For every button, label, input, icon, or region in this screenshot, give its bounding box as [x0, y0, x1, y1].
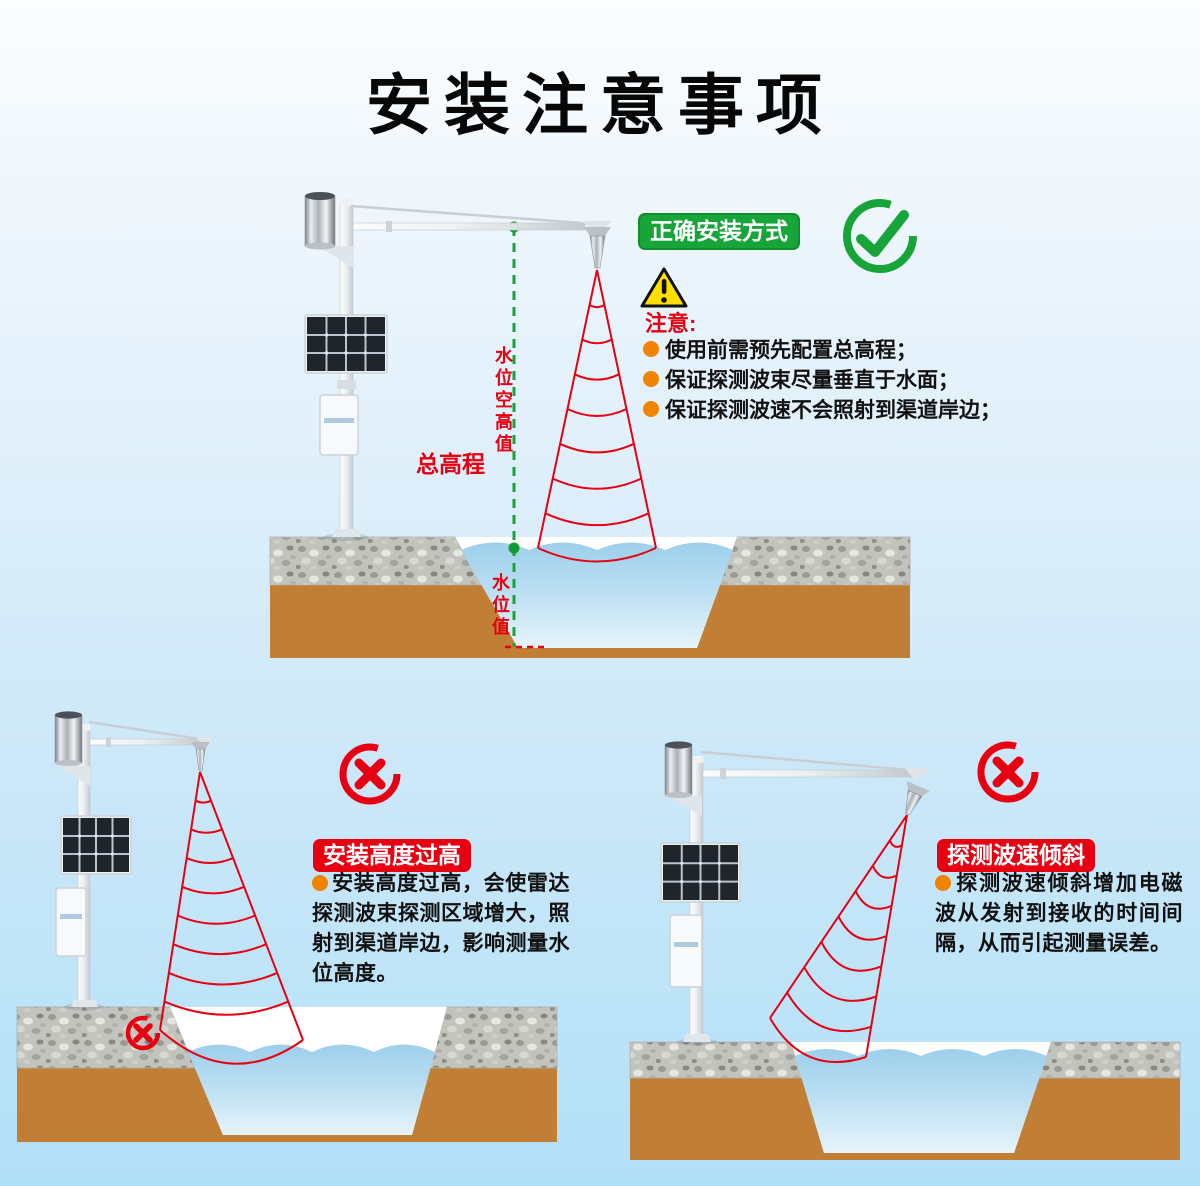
description-text: 安装高度过高，会使雷达探测波束探测区域增大，照射到渠道岸边，影响测量水位高度。 — [312, 872, 570, 985]
radar-sensor — [191, 742, 210, 772]
water-level-annotation: 水位值 — [490, 573, 510, 639]
notice-text: 使用前需预先配置总高程； — [665, 339, 917, 362]
bullet-icon — [935, 875, 951, 891]
monitoring-station — [304, 192, 612, 541]
solar-panel — [60, 815, 132, 875]
x-circle-icon — [339, 743, 401, 805]
channel-ground — [629, 1041, 1181, 1160]
bullet-icon — [643, 341, 659, 357]
water — [461, 542, 733, 648]
correct-installation-diagram — [269, 192, 911, 658]
x-circle-icon — [977, 741, 1039, 803]
notice-title: 注意: — [645, 311, 697, 336]
total-elevation-annotation: 总高程 — [416, 451, 485, 477]
wrong-height-label: 安装高度过高 — [313, 839, 471, 872]
control-box — [55, 887, 87, 957]
notice-item: 使用前需预先配置总高程； — [643, 334, 917, 364]
wrong-height-description: 安装高度过高，会使雷达探测波束探测区域增大，照射到渠道岸边，影响测量水位高度。 — [312, 869, 570, 989]
wrong-tilt-description: 探测波速倾斜增加电磁波从发射到接收的时间间隔，从而引起测量误差。 — [935, 869, 1183, 959]
headroom-annotation: 水位空高值 — [493, 346, 513, 456]
wrong-tilt-diagram — [629, 741, 1181, 1160]
bullet-icon — [312, 875, 328, 891]
control-box — [669, 914, 703, 988]
water — [795, 1049, 1047, 1153]
channel-ground — [16, 1006, 558, 1142]
check-circle-icon — [843, 199, 917, 273]
wrong-tilt-label: 探测波速倾斜 — [937, 839, 1095, 872]
arm — [352, 222, 586, 231]
page-title: 安装注意事项 — [366, 68, 834, 142]
monitoring-station — [660, 741, 930, 1046]
bullet-icon — [643, 401, 659, 417]
solar-panel — [304, 314, 388, 374]
rain-gauge-cylinder — [664, 741, 693, 798]
notice-text: 保证探测波束尽量垂直于水面； — [665, 369, 959, 392]
rain-gauge-cylinder — [54, 711, 83, 766]
wrong-height-diagram — [16, 711, 558, 1142]
radar-beam-too-wide — [159, 771, 304, 1065]
radar-beam-tilted — [769, 814, 908, 1064]
description-text: 探测波速倾斜增加电磁波从发射到接收的时间间隔，从而引起测量误差。 — [935, 872, 1183, 955]
notice-item: 保证探测波束尽量垂直于水面； — [643, 364, 959, 394]
control-box — [319, 394, 359, 456]
monitoring-station — [54, 711, 214, 1011]
radar-beam — [537, 269, 657, 563]
notice-item: 保证探测波速不会照射到渠道岸边； — [643, 394, 1001, 424]
rain-gauge-cylinder — [304, 192, 336, 250]
radar-sensor-tilted — [905, 780, 930, 816]
channel-ground — [269, 536, 911, 658]
correct-method-label: 正确安装方式 — [638, 213, 800, 250]
radar-sensor — [584, 227, 611, 269]
warning-triangle-icon — [640, 267, 688, 308]
solar-panel — [660, 842, 741, 903]
bullet-icon — [643, 371, 659, 387]
x-circle-bank-hit-icon — [125, 1015, 161, 1051]
notice-text: 保证探测波速不会照射到渠道岸边； — [665, 399, 1001, 422]
arm — [702, 769, 914, 778]
water — [188, 1044, 435, 1135]
